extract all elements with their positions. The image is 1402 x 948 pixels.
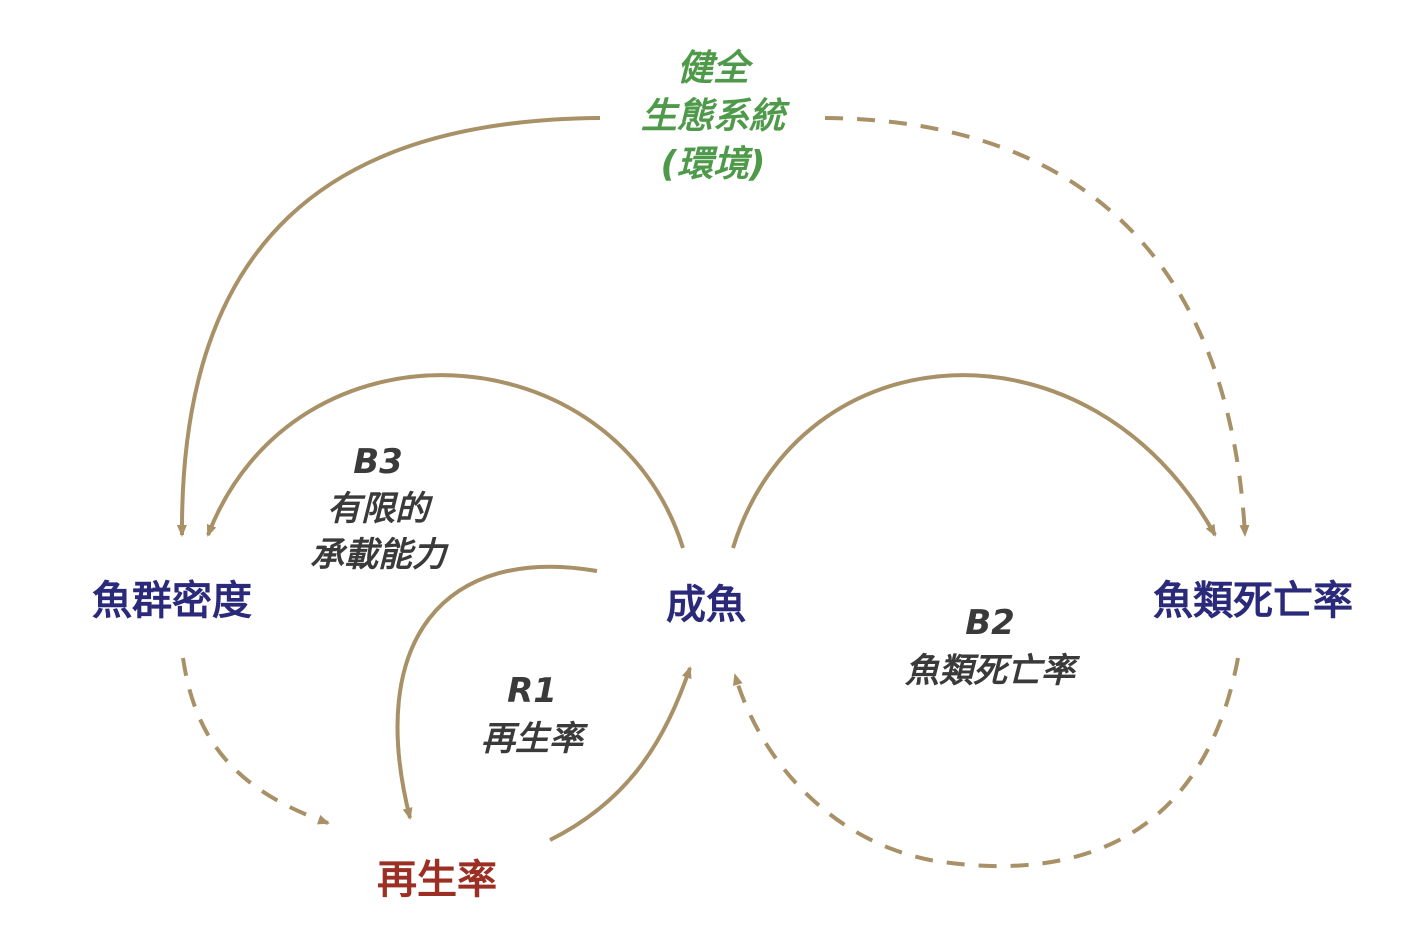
node-regeneration: 再生率 [377,857,497,903]
loop-r1-id: R1 [507,671,557,711]
loop-b2-line1: 魚類死亡率 [904,651,1081,691]
link-environment-to-density [176,116,601,537]
environment-label-line2: 生態系統 [641,96,790,137]
environment-label-line1: 健全 [677,48,754,89]
environment-label-line3: (環境) [661,144,766,185]
link-density-to-regeneration [181,657,330,825]
loop-r1-line1: 再生率 [481,719,589,759]
link-regeneration-to-adult [549,666,692,842]
link-environment-to-mortality [824,116,1250,537]
link-adult-to-mortality [731,373,1217,549]
loop-b2-id: B2 [965,603,1015,643]
loop-b3-id: B3 [353,442,403,482]
link-adult-to-regeneration [395,564,598,820]
node-adult-fish: 成魚 [666,582,746,628]
link-adult-to-density [206,373,685,549]
loop-b3-line2: 承載能力 [310,535,449,575]
loop-b3-line1: 有限的 [327,489,434,529]
node-fish-mortality: 魚類死亡率 [1153,578,1353,624]
node-fish-density: 魚群密度 [92,578,252,624]
link-mortality-to-adult [733,657,1240,869]
